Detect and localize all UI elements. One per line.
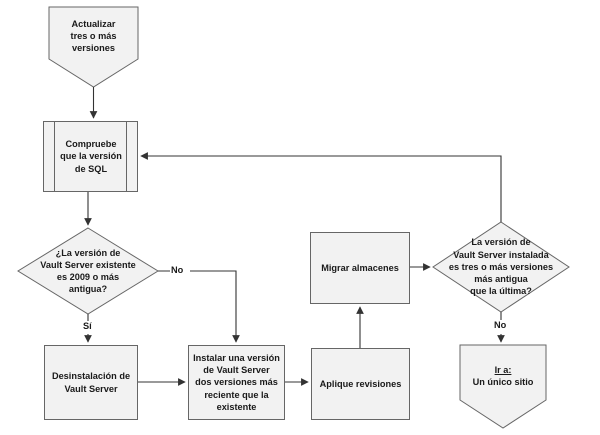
shape-actualizar-tres-o-mas-versiones xyxy=(48,6,139,88)
shape-aplique-revisiones xyxy=(311,348,410,420)
shape-compruebe-version-sql xyxy=(43,121,138,192)
shape-decision-version-2009 xyxy=(17,227,159,315)
connector-decision-2009-no-to-install xyxy=(158,270,236,342)
edge-label-si-left: Sí xyxy=(82,321,93,332)
shape-instalar-version-vault-server xyxy=(188,345,285,420)
edge-label-no-right: No xyxy=(493,320,508,331)
shape-ir-a-un-unico-sitio xyxy=(459,344,547,429)
shape-decision-version-instalada xyxy=(432,221,570,313)
shape-desinstalacion-vault-server xyxy=(44,345,138,420)
connector-decision-latest-loop-to-check-sql xyxy=(140,152,502,222)
shape-migrar-almacenes xyxy=(310,232,410,304)
edge-label-no-left: No xyxy=(170,265,185,276)
